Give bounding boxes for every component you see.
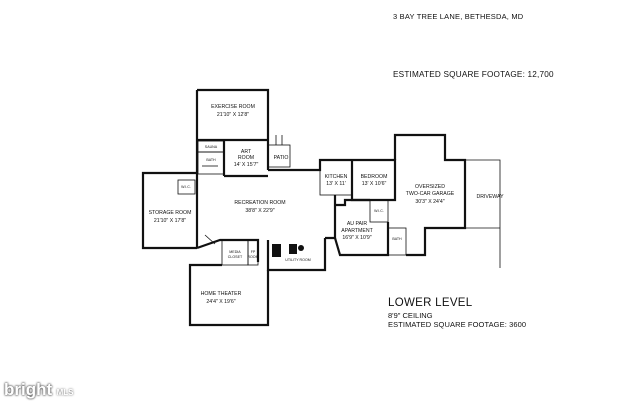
logo-suffix: MLS [56, 388, 74, 397]
driveway-outline [465, 159, 501, 268]
home-theater-name: HOME THEATER [201, 291, 242, 297]
fp-room-box [247, 239, 259, 266]
door-swing [204, 234, 216, 245]
level-ceiling: 8'9" CEILING [388, 311, 433, 320]
bedroom-name: BEDROOM [361, 174, 388, 180]
driveway-label: DRIVEWAY [476, 194, 504, 200]
bath-1-label: BATH [206, 158, 216, 162]
utility-appliance-2 [289, 244, 297, 254]
utility-room-walls [266, 238, 327, 272]
recreation-room-name: RECREATION ROOM [234, 200, 285, 206]
utility-appliance-3 [298, 245, 304, 251]
storage-room-dims: 21'10" X 17'8" [154, 218, 186, 224]
fp-room-name: FP [251, 250, 256, 254]
art-room-name-2: ROOM [238, 155, 254, 161]
garage-name: OVERSIZED [415, 184, 445, 190]
recreation-room-north-wall [268, 158, 352, 172]
bath-2-box [387, 227, 407, 256]
home-theater-dims: 24'4" X 19'6" [206, 299, 235, 305]
au-pair-dims: 16'9" X 10'9" [342, 235, 371, 241]
bedroom-walls [350, 158, 397, 202]
level-square-footage: ESTIMATED SQUARE FOOTAGE: 3600 [388, 320, 527, 329]
au-pair-walls [335, 198, 370, 207]
exercise-room-dims: 21'10" X 12'8" [217, 112, 249, 118]
garage-dims: 30'3" X 24'4" [415, 199, 444, 205]
patio-label: PATIO [274, 155, 289, 161]
wic-2-box [369, 199, 389, 223]
utility-appliance-1 [272, 244, 281, 257]
exercise-room-name: EXERCISE ROOM [211, 104, 255, 110]
storage-room-walls [141, 171, 197, 250]
home-theater-walls [188, 263, 270, 327]
kitchen-dims: 13' X 11' [326, 181, 345, 187]
bath-2-label: BATH [392, 237, 402, 241]
bedroom-dims: 13' X 10'6" [362, 181, 387, 187]
au-pair-name-2: APARTMENT [341, 228, 373, 234]
recreation-room-east-wall [325, 195, 337, 240]
art-room-name: ART [241, 149, 252, 155]
total-square-footage: ESTIMATED SQUARE FOOTAGE: 12,700 [393, 70, 554, 79]
logo-text: bright [4, 380, 53, 399]
art-room-dims: 14' X 15'7" [234, 162, 259, 168]
level-title: LOWER LEVEL [388, 297, 473, 309]
au-pair-name: AU PAIR [347, 221, 368, 227]
media-closet-name-2: CLOSET [228, 255, 243, 259]
address-label: 3 BAY TREE LANE, BETHESDA, MD [393, 12, 524, 21]
sauna-label: SAUNA [205, 145, 218, 149]
wic-1-label: W.I.C. [181, 185, 191, 189]
fp-room-name-2: ROOM [247, 255, 258, 259]
bright-mls-logo: bright MLS [4, 380, 74, 402]
patio-box [267, 144, 291, 168]
garage-name-2: TWO-CAR GARAGE [406, 191, 455, 197]
wic-2-label: W.I.C. [374, 209, 384, 213]
bath-box [197, 151, 225, 175]
kitchen-name: KITCHEN [325, 174, 348, 180]
storage-room-name: STORAGE ROOM [149, 210, 192, 216]
utility-room-label: UTILITY ROOM [285, 258, 311, 262]
storage-wic-box [177, 179, 196, 195]
exercise-room-walls [197, 88, 270, 145]
recreation-room-dims: 38'8" X 22'9" [245, 208, 274, 214]
media-closet-name: MEDIA [229, 250, 241, 254]
